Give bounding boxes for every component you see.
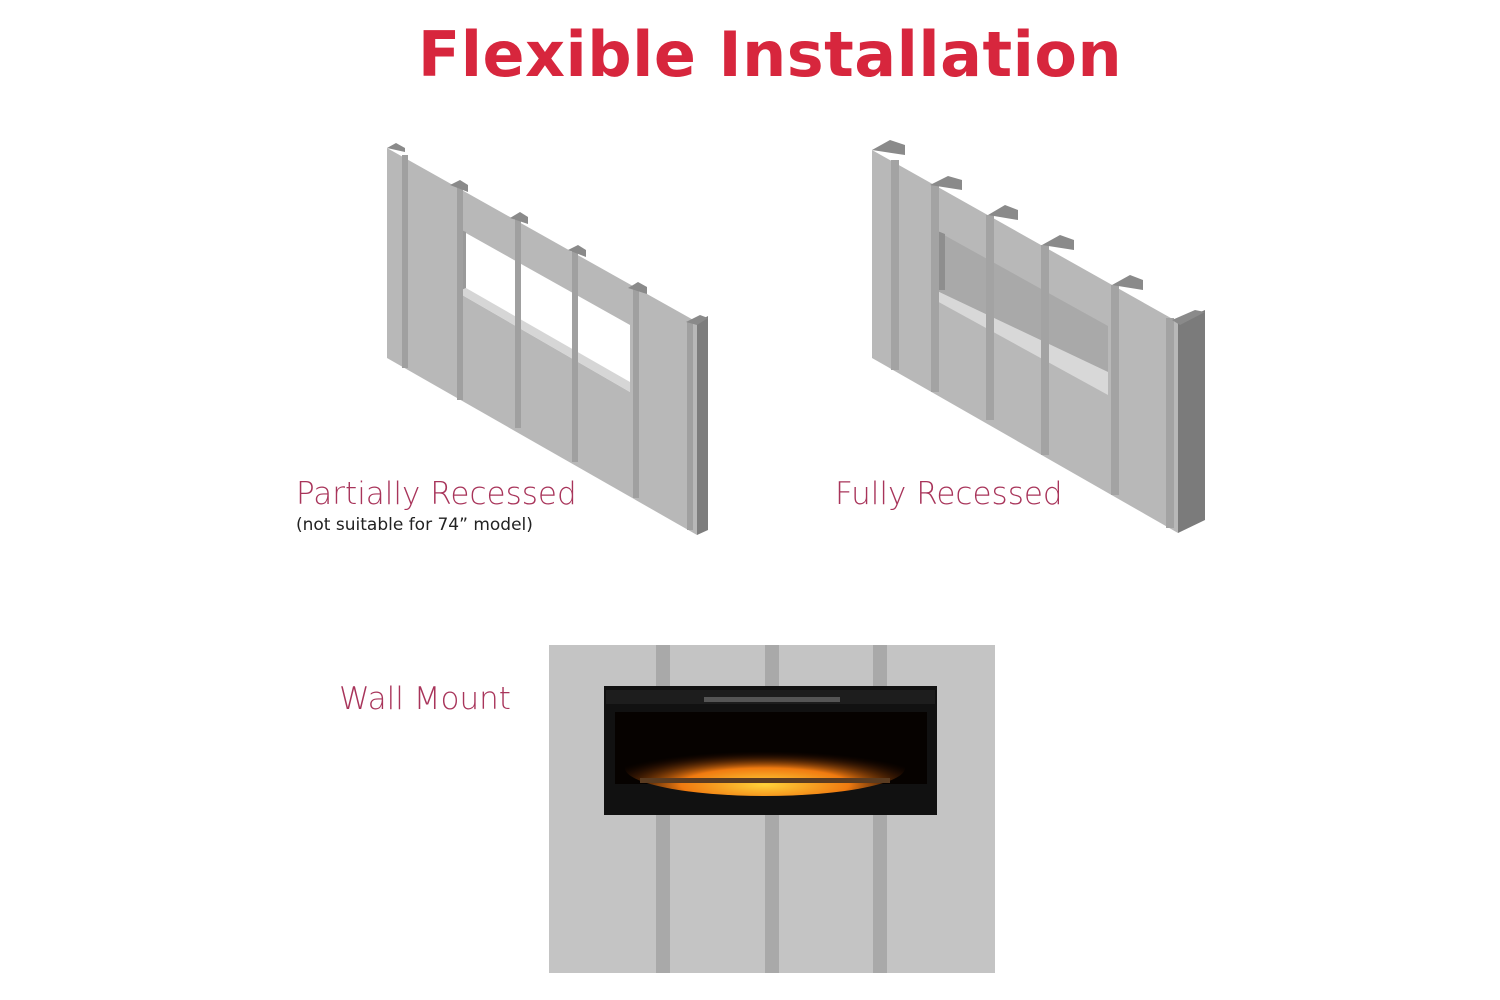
option-note-partially-recessed: (not suitable for 74” model) — [296, 515, 533, 535]
option-label-partially-recessed: Partially Recessed — [296, 476, 577, 512]
fully-recessed-wall-illustration — [872, 140, 1205, 533]
fireplace-image — [604, 686, 937, 815]
option-label-wall-mount: Wall Mount — [339, 681, 511, 717]
wall-mount-illustration — [549, 645, 995, 973]
page-title: Flexible Installation — [417, 18, 1123, 91]
partially-recessed-wall-illustration — [387, 143, 708, 535]
option-label-fully-recessed: Fully Recessed — [835, 476, 1063, 512]
